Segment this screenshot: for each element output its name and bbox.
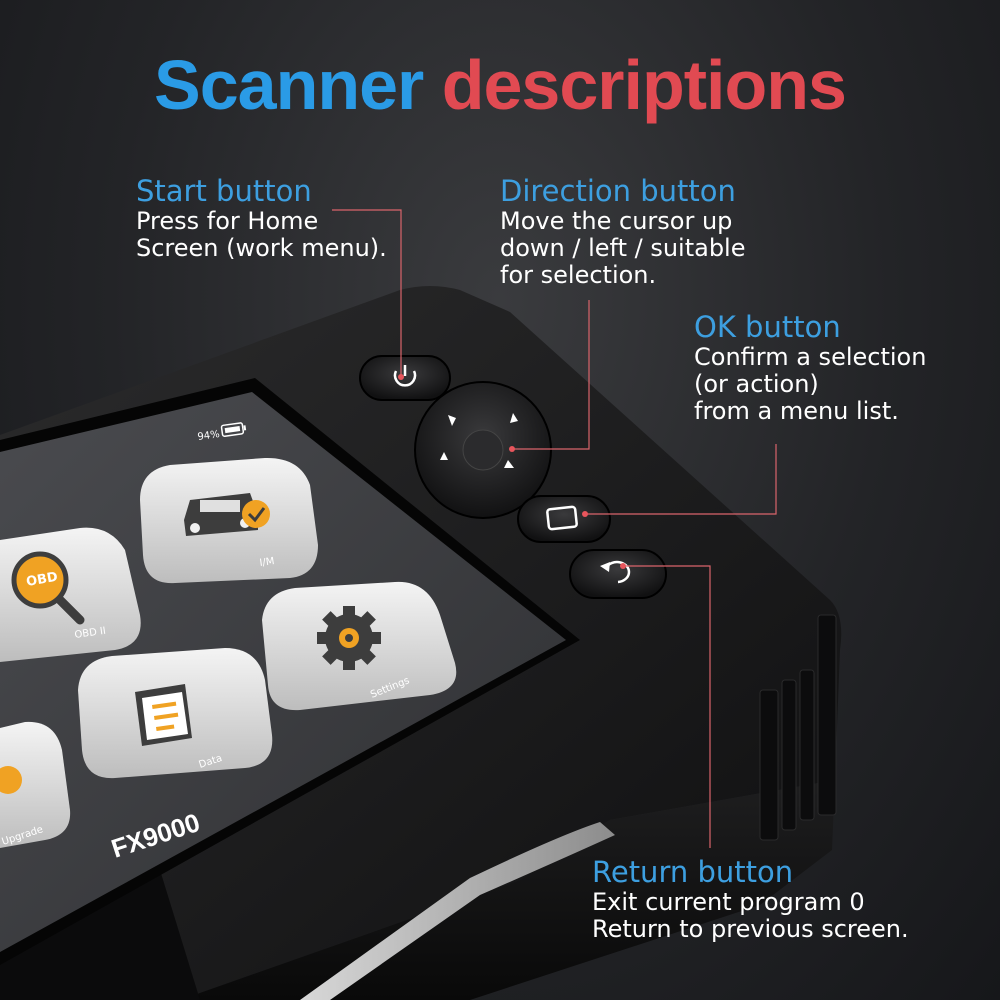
callout-ok-line-2: (or action) bbox=[694, 370, 819, 398]
app-tile-upgrade[interactable] bbox=[0, 721, 71, 848]
page-title: Scanner descriptions bbox=[0, 45, 1000, 125]
book-icon bbox=[135, 684, 192, 746]
arrow-right-icon bbox=[510, 413, 518, 423]
callout-direction-line-2: down / left / suitable bbox=[500, 234, 746, 262]
direction-button[interactable] bbox=[414, 381, 552, 519]
callout-ok-line-1: Confirm a selection bbox=[694, 343, 927, 371]
car-icon bbox=[184, 493, 258, 536]
app-tile-data[interactable] bbox=[78, 648, 273, 779]
leader-lines bbox=[332, 209, 777, 848]
obd-icon-text: OBD bbox=[25, 570, 59, 590]
battery-icon bbox=[220, 422, 247, 437]
device-bottom-shade bbox=[0, 870, 200, 1000]
device-side-edge bbox=[180, 780, 835, 1000]
return-button[interactable] bbox=[569, 549, 667, 599]
start-button[interactable] bbox=[359, 355, 451, 401]
callout-direction-line-3: for selection. bbox=[500, 261, 657, 289]
title-word-scanner: Scanner bbox=[154, 46, 424, 124]
ok-square-icon bbox=[546, 505, 578, 531]
callout-return-line-2: Return to previous screen. bbox=[592, 915, 909, 943]
gear-icon bbox=[317, 606, 381, 670]
arrow-down-icon bbox=[504, 460, 514, 468]
app-tile-im[interactable] bbox=[140, 457, 318, 584]
callout-direction-line-1: Move the cursor up bbox=[500, 207, 733, 235]
title-word-descriptions: descriptions bbox=[441, 46, 847, 124]
callout-start-line-2: Screen (work menu). bbox=[136, 234, 387, 262]
magnifier-icon bbox=[11, 551, 85, 625]
callout-direction-title: Direction button bbox=[500, 174, 736, 208]
callout-ok-title: OK button bbox=[694, 310, 841, 344]
battery-percent: 94% bbox=[197, 429, 221, 443]
arrow-up-icon bbox=[448, 415, 456, 426]
app-label-obd: OBD II bbox=[74, 626, 107, 641]
app-tile-settings[interactable] bbox=[262, 581, 457, 711]
callout-direction: Direction button Move the cursor up down… bbox=[500, 174, 745, 289]
callout-ok-line-3: from a menu list. bbox=[694, 397, 899, 425]
callout-ok: OK button Confirm a selection (or action… bbox=[694, 310, 926, 425]
app-label-im: I/M bbox=[259, 556, 275, 569]
callout-return-title: Return button bbox=[592, 855, 794, 889]
callout-start-title: Start button bbox=[136, 174, 312, 208]
callout-return: Return button Exit current program 0 Ret… bbox=[592, 855, 909, 943]
checkmark-icon bbox=[242, 500, 270, 528]
callout-return-line-1: Exit current program 0 bbox=[592, 888, 865, 916]
power-icon bbox=[393, 365, 417, 387]
callout-start: Start button Press for Home Screen (work… bbox=[136, 174, 387, 262]
side-grip bbox=[759, 614, 837, 841]
ok-button[interactable] bbox=[517, 495, 611, 543]
probe-cable bbox=[300, 822, 615, 1000]
arrow-left-icon bbox=[440, 452, 448, 460]
app-tile-obd[interactable]: OBD bbox=[0, 527, 141, 662]
callout-start-line-1: Press for Home bbox=[136, 207, 319, 235]
